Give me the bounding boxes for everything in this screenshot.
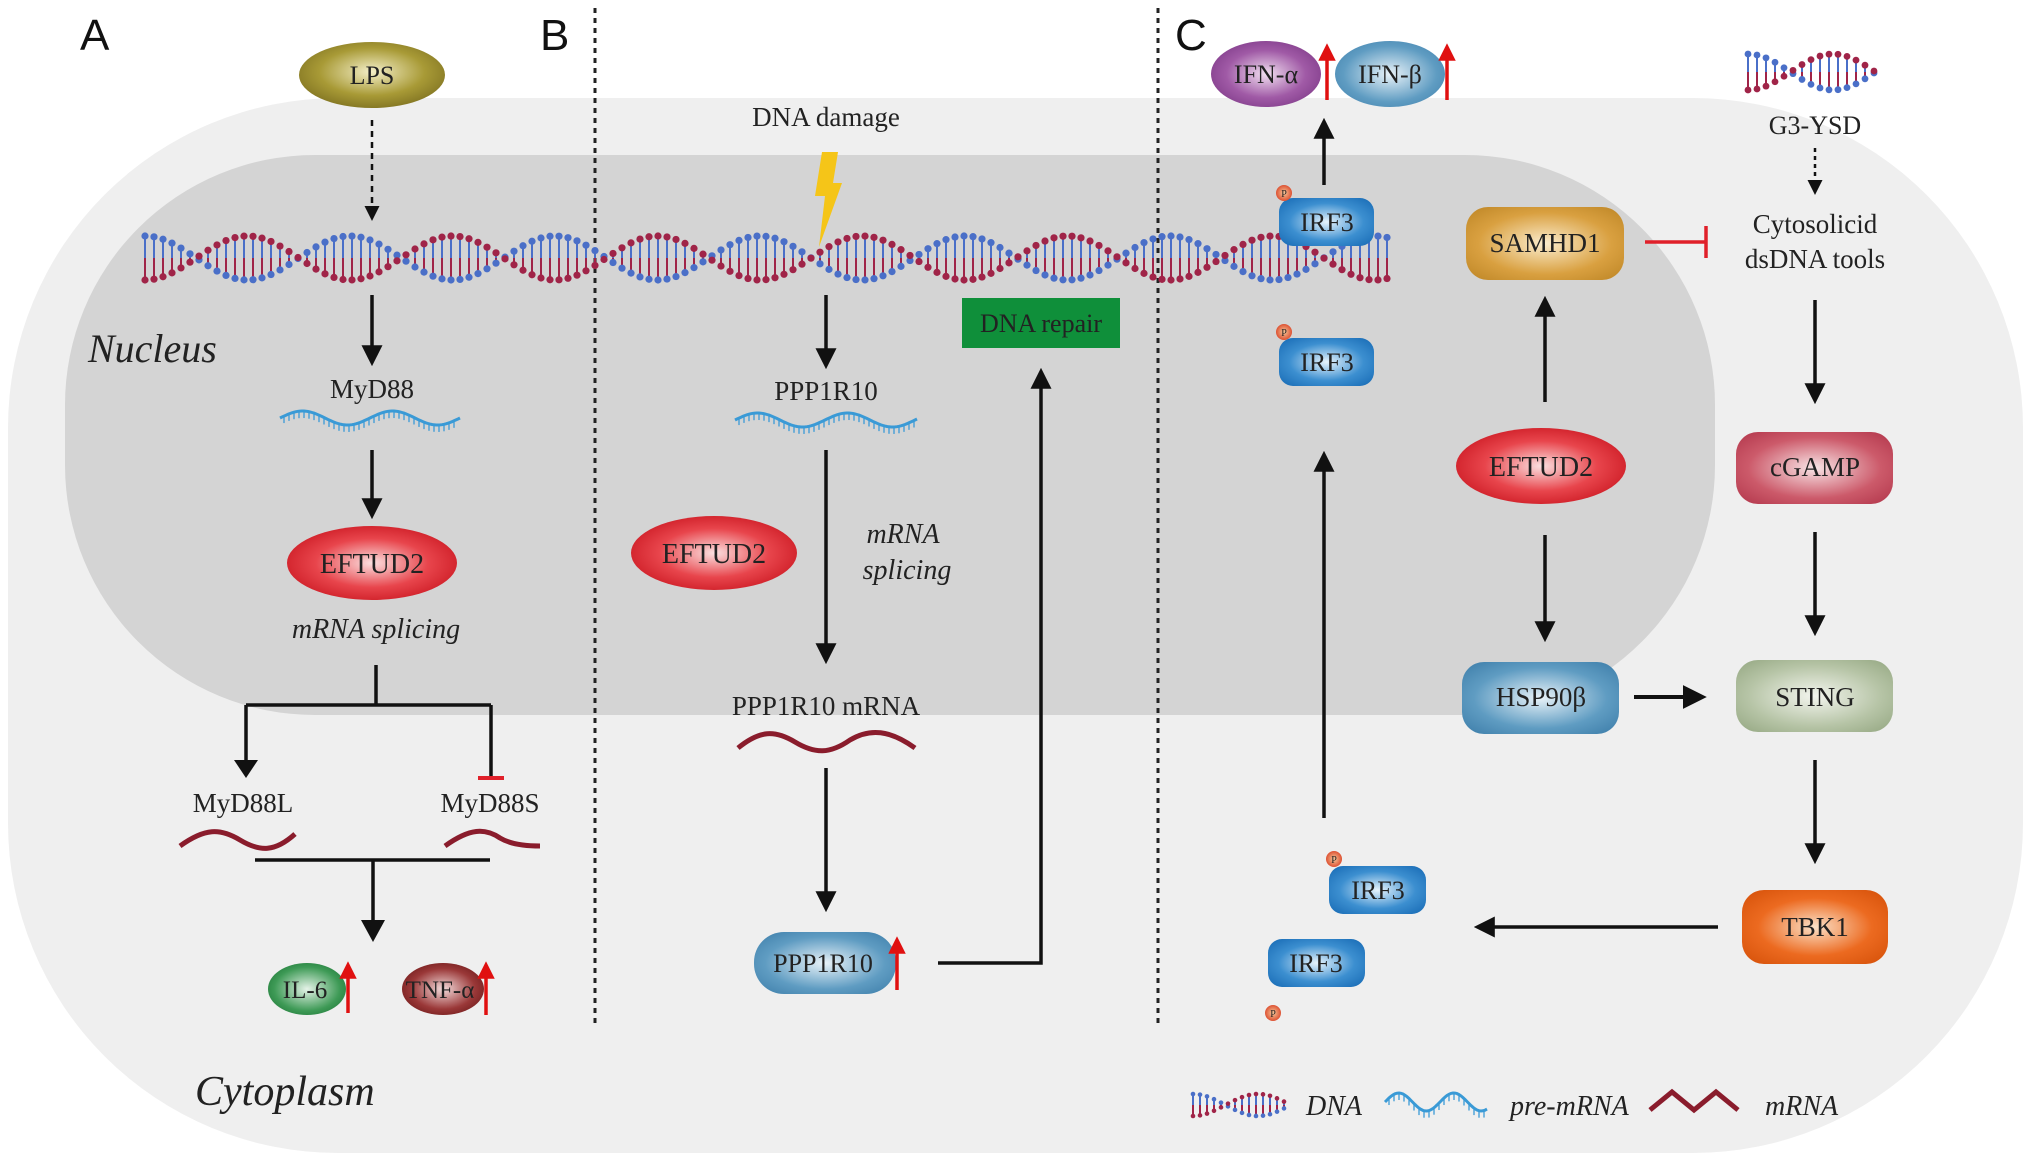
pre-mrna-icon	[1383, 1091, 1488, 1118]
hsp90b-label: HSP90β	[1496, 682, 1586, 712]
arrow-protein-repair	[938, 367, 1052, 965]
mrna-splicing-label: mRNA splicing	[292, 614, 460, 645]
dna-repair-label: DNA repair	[980, 309, 1102, 338]
eftud2-label: EFTUD2	[662, 539, 766, 570]
cytoplasm-label: Cytoplasm	[195, 1069, 375, 1115]
myd88l-label: MyD88L	[193, 788, 294, 818]
svg-text:P: P	[1281, 189, 1287, 200]
lps-node	[299, 42, 445, 108]
eftud2-node	[287, 526, 457, 600]
legend-dna-label: DNA	[1305, 1091, 1363, 1122]
irf3-node: IRF3 P	[1326, 851, 1426, 914]
svg-text:P: P	[1281, 328, 1287, 339]
arrowhead-myd88l	[234, 760, 258, 778]
nucleus-label: Nucleus	[87, 326, 217, 371]
samhd1-label: SAMHD1	[1489, 228, 1600, 258]
ifn-alpha-label: IFN-α	[1234, 60, 1299, 89]
sting-node	[1736, 660, 1893, 732]
phosphate-icon	[1276, 185, 1292, 201]
phosphate-icon	[1265, 1005, 1281, 1021]
pre-mrna-icon	[279, 409, 461, 432]
eftud2-label: EFTUD2	[1489, 452, 1593, 483]
svg-text:IRF3: IRF3	[1351, 876, 1404, 905]
phosphate-icon	[1276, 324, 1292, 340]
hsp90b-node	[1462, 662, 1619, 734]
svg-text:IRF3: IRF3	[1289, 949, 1342, 978]
cytosolic-dsdna-label-1: Cytosolicid	[1753, 209, 1878, 239]
lightning-icon	[815, 152, 842, 247]
svg-text:IRF3: IRF3	[1300, 208, 1353, 237]
nucleus-region	[65, 155, 1715, 715]
eftud2-node	[631, 516, 797, 590]
irf3-node: IRF3 P	[1265, 939, 1365, 1021]
ppp1r10-protein-node	[754, 932, 896, 994]
svg-text:P: P	[1270, 1009, 1276, 1020]
dna-icon	[1744, 50, 1878, 94]
panel-label-b: B	[540, 11, 569, 60]
g3ysd-label: G3-YSD	[1769, 111, 1861, 140]
ppp1r10-protein-label: PPP1R10	[773, 949, 873, 978]
tbk1-node	[1742, 890, 1888, 964]
dna-repair-node	[962, 298, 1120, 348]
inhibit-samhd1-dsdna	[1645, 226, 1708, 258]
mrna-icon	[736, 729, 917, 754]
il6-label: IL-6	[283, 977, 327, 1004]
ifn-beta-label: IFN-β	[1358, 60, 1422, 89]
sting-label: STING	[1775, 682, 1855, 712]
ppp1r10-mrna-label: PPP1R10 mRNA	[732, 691, 921, 721]
legend-pre-mrna-label: pre-mRNA	[1508, 1091, 1630, 1122]
tnfa-node	[402, 963, 484, 1015]
samhd1-node	[1466, 207, 1624, 280]
pre-mrna-icon	[734, 411, 918, 434]
ppp1r10-gene-label: PPP1R10	[774, 376, 878, 406]
panel-a: LPS MyD88 EFTUD2 mRNA splicing MyD88L My…	[178, 42, 541, 1015]
mrna-icon	[1648, 1088, 1740, 1114]
arrowhead-cytokines	[361, 920, 385, 942]
myd88s-label: MyD88S	[440, 788, 539, 818]
ifn-beta-node	[1335, 41, 1445, 107]
panel-b: DNA damage PPP1R10 EFTUD2 mRNA splicing …	[631, 102, 1120, 994]
svg-text:P: P	[1331, 855, 1337, 866]
irf3-node: IRF3 P	[1276, 324, 1374, 386]
irf3-node: IRF3 P	[1276, 185, 1374, 246]
panel-c: IFN-α IFN-β IRF3 P IRF3 P IRF3 P IRF3	[1211, 41, 1893, 1021]
mrna-splicing-label: splicing	[863, 555, 952, 586]
dna-icon	[1190, 1091, 1287, 1119]
tbk1-label: TBK1	[1781, 912, 1849, 942]
eftud2-node	[1456, 428, 1626, 504]
phosphate-icon	[1326, 851, 1342, 867]
cgamp-node	[1736, 432, 1893, 504]
panel-label-a: A	[80, 11, 110, 60]
cytosolic-dsdna-label-2: dsDNA tools	[1745, 244, 1885, 274]
ifn-alpha-node	[1211, 41, 1321, 107]
legend-mrna-label: mRNA	[1765, 1091, 1839, 1122]
cgamp-label: cGAMP	[1770, 452, 1860, 482]
legend: DNA pre-mRNA mRNA	[1190, 1088, 1839, 1122]
panel-label-c: C	[1175, 11, 1207, 60]
dna-damage-label: DNA damage	[752, 102, 900, 132]
mrna-splicing-label: mRNA	[866, 519, 940, 550]
eftud2-label: EFTUD2	[320, 549, 424, 580]
dna-helix-icon	[141, 232, 1391, 284]
myd88-label: MyD88	[330, 374, 414, 404]
mrna-icon	[443, 828, 541, 849]
splice-branch	[244, 665, 493, 776]
il6-node	[268, 963, 346, 1015]
svg-text:IRF3: IRF3	[1300, 348, 1353, 377]
lps-label: LPS	[350, 61, 395, 90]
tnfa-label: TNF-α	[406, 977, 475, 1004]
mrna-icon	[178, 829, 297, 851]
